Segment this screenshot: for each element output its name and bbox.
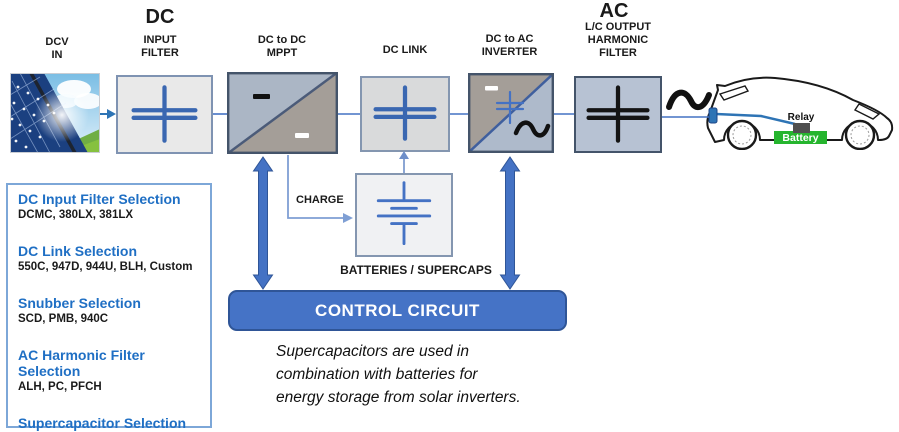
solar-panel-illustration: [10, 73, 100, 153]
car-illustration: Relay Battery: [706, 76, 894, 150]
selection-title: Snubber Selection: [18, 295, 141, 311]
capacitor-symbol: [373, 85, 437, 141]
selection-title: DC Input Filter Selection: [18, 191, 181, 207]
dc-link-block: [360, 76, 450, 152]
note-line1: Supercapacitors are used in: [276, 343, 470, 360]
mppt-label: DC to DC MPPT: [237, 34, 327, 60]
selection-item-supercapacitor: Supercapacitor Selection DGH, DSF: [18, 415, 210, 432]
charge-label: CHARGE: [296, 194, 344, 206]
dc-input-filter-block: [116, 75, 213, 154]
input-filter-label-line1: INPUT: [143, 34, 177, 46]
relay-label: Relay: [788, 112, 815, 123]
selection-item-dc-input-filter: DC Input Filter Selection DCMC, 380LX, 3…: [18, 191, 210, 223]
car-relay-box: [793, 123, 810, 133]
electric-vehicle: Relay Battery: [701, 74, 899, 150]
battery-to-dclink-arrow: [399, 151, 409, 173]
car-headlight: [853, 103, 881, 120]
rear-wheel-hub: [732, 125, 752, 145]
ac-filter-label-line1: L/C OUTPUT: [585, 21, 651, 33]
charge-cable: [715, 112, 796, 126]
dc-ac-inverter-block: [468, 73, 554, 153]
selection-value: DCMC, 380LX, 381LX: [18, 209, 134, 221]
supercapacitor-note: Supercapacitors are used in combination …: [276, 340, 576, 409]
batteries-supercaps-label: BATTERIES / SUPERCAPS: [340, 263, 492, 277]
source-to-filter-arrow: [100, 109, 116, 119]
front-wheel: [844, 119, 876, 150]
component-selection-panel: DC Input Filter Selection DCMC, 380LX, 3…: [6, 183, 212, 431]
inverter-control-double-arrow: [499, 156, 521, 290]
charge-port: [708, 107, 718, 124]
ac-filter-label-line3: FILTER: [599, 47, 637, 59]
mppt-label-line1: DC to DC: [257, 34, 307, 46]
selection-title: Supercapacitor Selection: [18, 415, 187, 431]
dc-link-label: DC LINK: [365, 44, 445, 57]
note-line2: combination with batteries for: [276, 366, 478, 383]
dcv-in-label-line2: IN: [51, 49, 63, 61]
batteries-supercaps-block: [355, 173, 453, 257]
selection-item-snubber: Snubber Selection SCD, PMB, 940C: [18, 295, 210, 327]
front-wheel-hub: [850, 125, 870, 145]
control-circuit-label: CONTROL CIRCUIT: [315, 300, 480, 320]
dc-link-label-line1: DC LINK: [382, 44, 428, 56]
input-filter-label: INPUT FILTER: [120, 34, 200, 60]
mppt-label-line2: MPPT: [266, 47, 298, 59]
ac-sine-symbol: [513, 120, 551, 138]
dc-section-heading: DC: [145, 6, 175, 28]
selection-title: DC Link Selection: [18, 243, 138, 259]
dc-minus-symbol-white: [295, 133, 309, 138]
battery-label: Battery: [782, 132, 818, 144]
input-filter-label-line2: FILTER: [141, 47, 179, 59]
dcv-in-label: DCV IN: [22, 36, 92, 62]
selection-item-ac-harmonic-filter: AC Harmonic Filter Selection ALH, PC, PF…: [18, 347, 210, 395]
inverter-symbol: [468, 73, 554, 153]
ac-filter-label-line2: HARMONIC: [587, 34, 649, 46]
mppt-converter-symbol: [227, 72, 338, 154]
inverter-label: DC to AC INVERTER: [462, 33, 557, 59]
car-battery-box: [774, 131, 827, 144]
capacitor-symbol: [586, 85, 650, 143]
dc-dc-mppt-block: [227, 72, 338, 154]
selection-value: SCD, PMB, 940C: [18, 313, 109, 325]
capacitor-symbol: [131, 85, 198, 143]
capacitor-symbol-small: [495, 90, 525, 125]
dcv-in-label-line1: DCV: [45, 36, 69, 48]
note-line3: energy storage from solar inverters.: [276, 389, 521, 406]
charge-arrow: [287, 155, 353, 223]
car-rear-window: [718, 85, 750, 101]
ac-harmonic-filter-block: [574, 76, 662, 153]
control-circuit-block: CONTROL CIRCUIT: [228, 290, 567, 331]
dc-minus-symbol: [253, 94, 270, 99]
inverter-label-line2: INVERTER: [481, 46, 538, 58]
selection-title: AC Harmonic Filter Selection: [18, 347, 145, 379]
selection-value: ALH, PC, PFCH: [18, 381, 102, 393]
ac-section-heading: AC: [599, 0, 629, 22]
battery-symbol: [376, 181, 432, 245]
inverter-label-line1: DC to AC: [485, 33, 534, 45]
selection-value: 550C, 947D, 944U, BLH, Custom: [18, 261, 193, 273]
ac-filter-label: L/C OUTPUT HARMONIC FILTER: [572, 21, 664, 60]
rear-wheel: [726, 119, 758, 150]
mppt-control-double-arrow: [252, 156, 274, 290]
dc-minus-symbol-white: [485, 86, 498, 91]
selection-item-dc-link: DC Link Selection 550C, 947D, 944U, BLH,…: [18, 243, 210, 275]
solar-panel-image: [10, 73, 100, 153]
